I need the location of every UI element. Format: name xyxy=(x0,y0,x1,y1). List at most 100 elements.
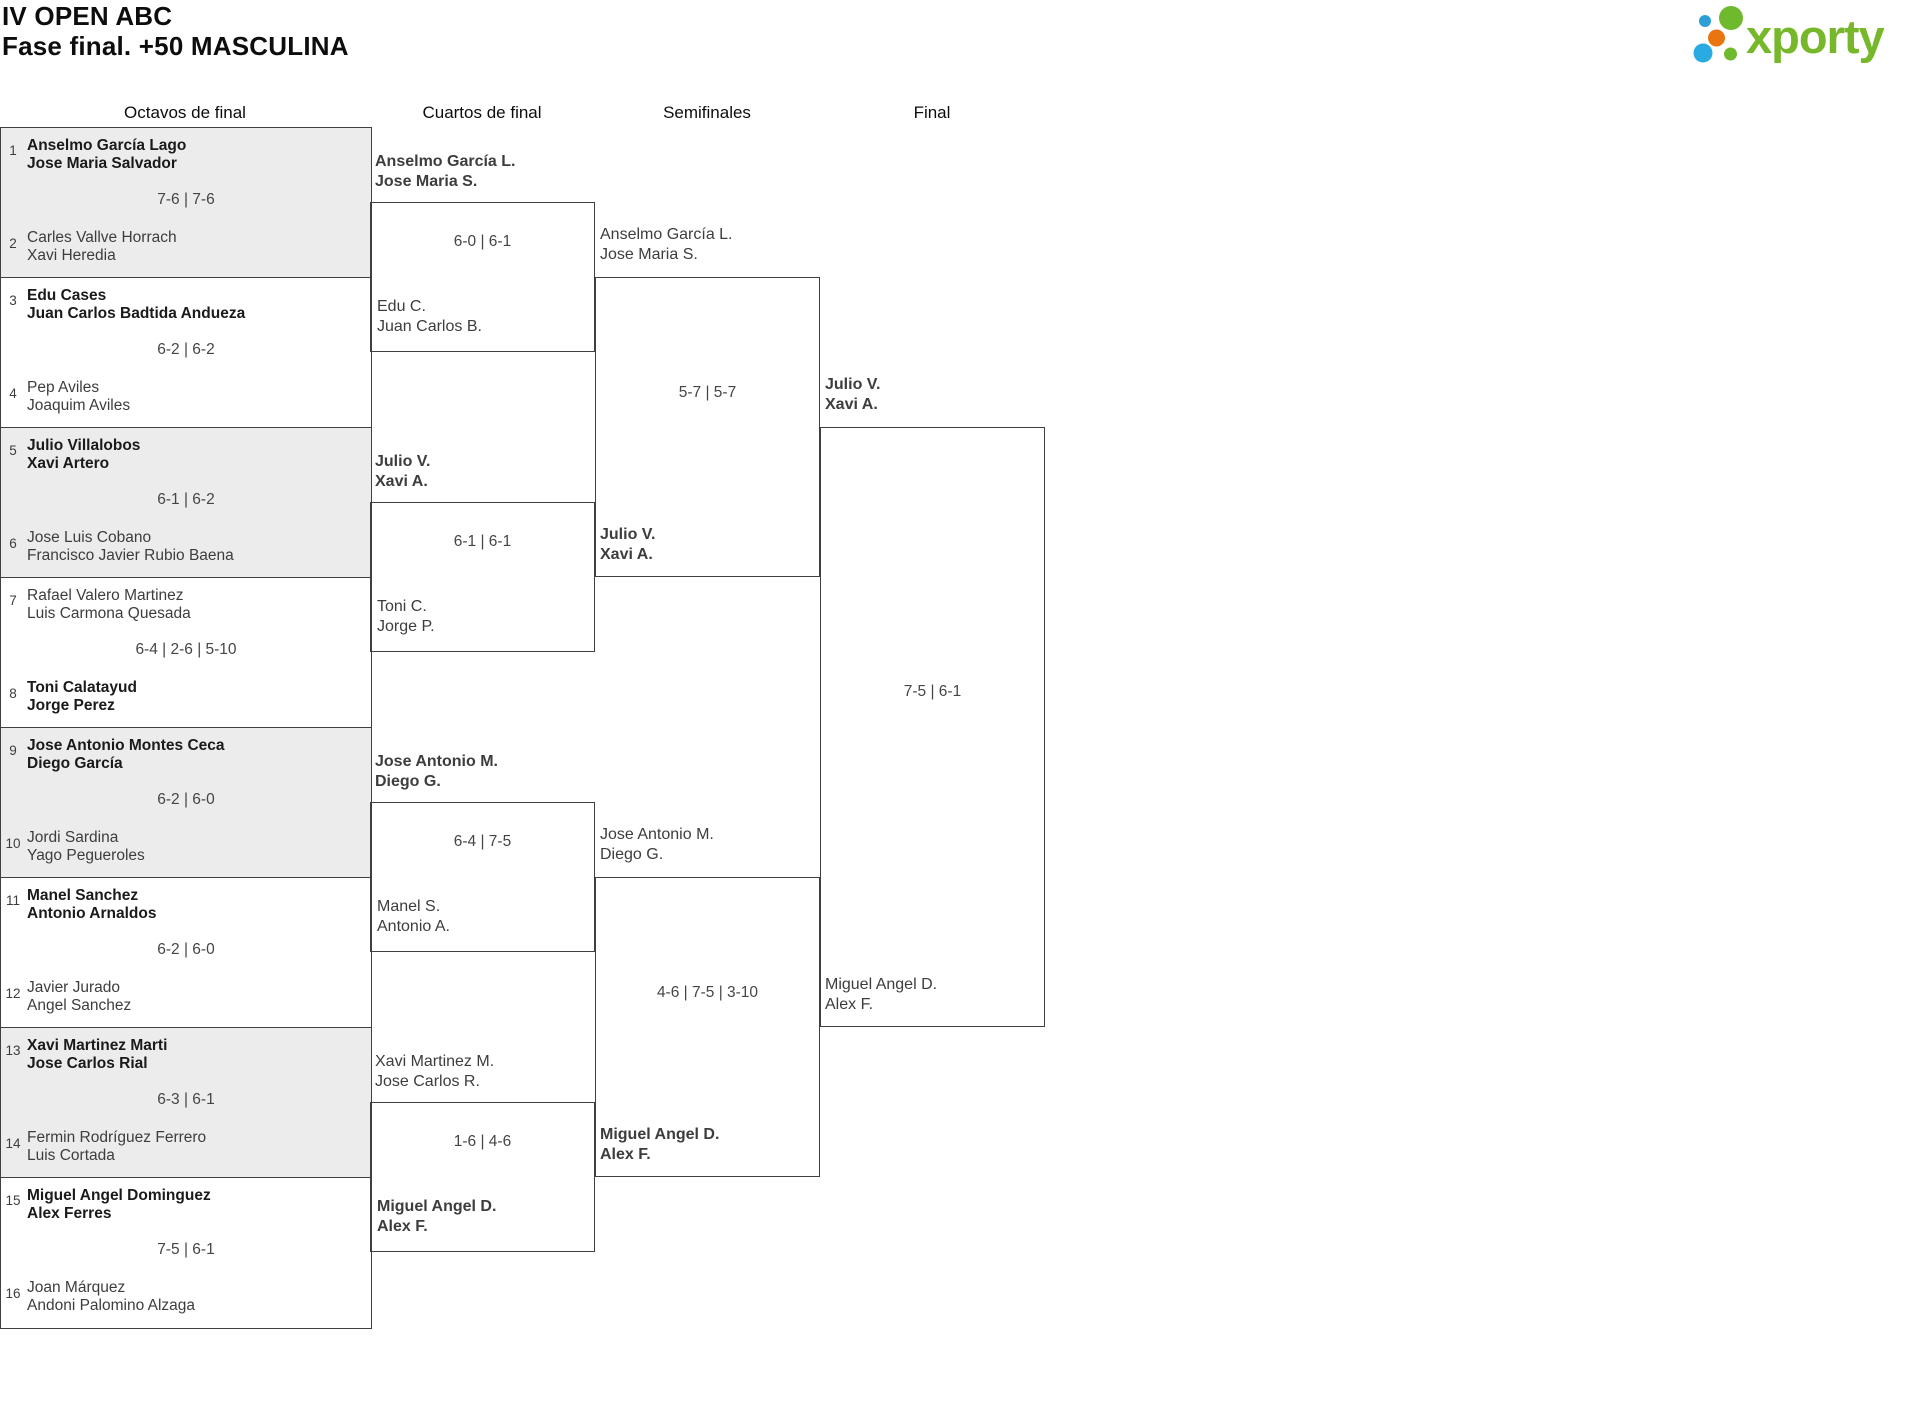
seed-number: 8 xyxy=(9,686,17,701)
octavos-match-7: 13 Xavi Martinez Marti Jose Carlos Rial … xyxy=(1,1028,371,1178)
player-name: Toni Calatayud xyxy=(27,679,137,696)
cuartos-3-top-team: Jose Antonio M. Diego G. xyxy=(375,752,498,792)
xporty-logo-icon: xporty xyxy=(1693,6,1886,63)
round-header-final: Final xyxy=(913,103,951,122)
page-title: IV OPEN ABC Fase final. +50 MASCULINA xyxy=(2,1,349,61)
player-name: Carles Vallve Horrach xyxy=(27,229,177,246)
player-name: Alex F. xyxy=(377,1218,428,1235)
team-pair-winner: Toni Calatayud Jorge Perez xyxy=(27,679,137,714)
cuartos-4-top-team: Xavi Martinez M. Jose Carlos R. xyxy=(375,1052,494,1092)
player-name: Luis Carmona Quesada xyxy=(27,604,191,622)
player-name: Julio Villalobos xyxy=(27,437,141,454)
player-name: Xavi A. xyxy=(375,473,428,490)
semifinal-2-box xyxy=(595,877,820,1177)
player-name: Jose Maria S. xyxy=(375,173,478,190)
semifinal-1-score: 5-7 | 5-7 xyxy=(678,384,737,401)
team-pair-winner: Julio Villalobos Xavi Artero xyxy=(27,437,140,472)
player-name: Diego G. xyxy=(375,773,441,790)
player-name: Francisco Javier Rubio Baena xyxy=(27,546,234,564)
player-name: Jose Luis Cobano xyxy=(27,529,152,546)
seed-number: 9 xyxy=(9,743,17,758)
seed-number: 13 xyxy=(5,1043,21,1058)
xporty-logo: xporty xyxy=(1688,2,1916,64)
player-name: Jose Carlos R. xyxy=(375,1073,480,1090)
player-name: Miguel Angel D. xyxy=(600,1126,720,1143)
cuartos-1-score: 6-0 | 6-1 xyxy=(453,233,512,250)
match-score: 6-2 | 6-2 xyxy=(157,341,215,358)
cuartos-match-2-box xyxy=(370,502,595,652)
player-name: Xavi A. xyxy=(825,396,878,413)
xporty-logo-text: xporty xyxy=(1746,10,1885,63)
cuartos-1-top-team: Anselmo García L. Jose Maria S. xyxy=(375,152,516,192)
seed-number: 2 xyxy=(9,236,17,251)
player-name: Edu C. xyxy=(377,298,426,315)
player-name: Yago Pegueroles xyxy=(27,846,145,864)
player-name: Antonio Arnaldos xyxy=(27,904,157,922)
round-header-octavos: Octavos de final xyxy=(124,103,246,122)
player-name: Xavi Martinez M. xyxy=(375,1053,495,1070)
match-score: 6-2 | 6-0 xyxy=(157,791,215,808)
player-name: Miguel Angel D. xyxy=(377,1198,497,1215)
player-name: Joaquim Aviles xyxy=(27,396,131,414)
match-score: 6-1 | 6-2 xyxy=(157,491,215,508)
match-score: 6-3 | 6-1 xyxy=(157,1091,215,1108)
cuartos-3-bottom-team: Manel S. Antonio A. xyxy=(377,897,450,937)
phase-category: Fase final. +50 MASCULINA xyxy=(2,31,349,61)
cuartos-match-3-box xyxy=(370,802,595,952)
semifinal-1-box xyxy=(595,277,820,577)
octavos-column: 1 Anselmo García Lago Jose Maria Salvado… xyxy=(0,127,372,1329)
semifinal-2-bottom-team: Miguel Angel D. Alex F. xyxy=(600,1125,719,1165)
final-top-team: Julio V. Xavi A. xyxy=(825,375,880,415)
seed-number: 7 xyxy=(9,593,17,608)
team-pair: Carles Vallve Horrach Xavi Heredia xyxy=(27,229,177,264)
tournament-name: IV OPEN ABC xyxy=(2,1,173,31)
team-pair-winner: Edu Cases Juan Carlos Badtida Andueza xyxy=(27,287,245,322)
player-name: Jorge Perez xyxy=(27,696,115,714)
octavos-match-8: 15 Miguel Angel Dominguez Alex Ferres 7-… xyxy=(1,1178,371,1328)
seed-number: 14 xyxy=(5,1136,21,1151)
player-name: Juan Carlos Badtida Andueza xyxy=(27,304,246,322)
player-name: Anselmo García Lago xyxy=(27,137,187,154)
semifinal-1-bottom-team: Julio V. Xavi A. xyxy=(600,525,655,565)
player-name: Xavi Heredia xyxy=(27,246,116,264)
semifinal-2-top-team: Jose Antonio M. Diego G. xyxy=(600,825,714,865)
team-pair: Pep Aviles Joaquim Aviles xyxy=(27,379,130,414)
match-score: 7-6 | 7-6 xyxy=(157,191,215,208)
player-name: Jordi Sardina xyxy=(27,829,119,846)
seed-number: 11 xyxy=(5,893,20,908)
player-name: Miguel Angel D. xyxy=(825,976,938,993)
seed-number: 12 xyxy=(5,986,21,1001)
seed-number: 1 xyxy=(9,143,17,158)
octavos-match-2: 3 Edu Cases Juan Carlos Badtida Andueza … xyxy=(1,278,371,428)
cuartos-4-bottom-team: Miguel Angel D. Alex F. xyxy=(377,1197,496,1237)
player-name: Jose Carlos Rial xyxy=(27,1054,148,1072)
player-name: Jose Antonio M. xyxy=(375,753,498,770)
cuartos-1-bottom-team: Edu C. Juan Carlos B. xyxy=(377,297,482,337)
player-name: Julio V. xyxy=(600,526,656,543)
player-name: Manel Sanchez xyxy=(27,887,139,904)
player-name: Juan Carlos B. xyxy=(377,318,482,335)
player-name: Toni C. xyxy=(377,598,427,615)
final-bottom-team: Miguel Angel D. Alex F. xyxy=(825,975,937,1015)
seed-number: 5 xyxy=(9,443,17,458)
player-name: Javier Jurado xyxy=(27,979,121,996)
team-pair: Fermin Rodríguez Ferrero Luis Cortada xyxy=(27,1129,206,1164)
player-name: Jose Maria S. xyxy=(600,246,698,263)
round-header-cuartos: Cuartos de final xyxy=(422,103,542,122)
final-score: 7-5 | 6-1 xyxy=(903,683,962,700)
player-name: Miguel Angel Dominguez xyxy=(27,1187,211,1204)
match-score: 6-4 | 2-6 | 5-10 xyxy=(135,641,237,658)
semifinal-1-top-team: Anselmo García L. Jose Maria S. xyxy=(600,225,733,265)
team-pair-winner: Miguel Angel Dominguez Alex Ferres xyxy=(27,1187,211,1222)
player-name: Edu Cases xyxy=(27,287,107,304)
cuartos-2-top-team: Julio V. Xavi A. xyxy=(375,452,430,492)
player-name: Anselmo García L. xyxy=(375,153,516,170)
player-name: Jose Antonio Montes Ceca xyxy=(27,737,225,754)
seed-number: 16 xyxy=(5,1286,21,1301)
player-name: Alex F. xyxy=(600,1146,651,1163)
team-pair-winner: Manel Sanchez Antonio Arnaldos xyxy=(27,887,156,922)
cuartos-match-4-box xyxy=(370,1102,595,1252)
player-name: Jose Antonio M. xyxy=(600,826,714,843)
player-name: Fermin Rodríguez Ferrero xyxy=(27,1129,207,1146)
player-name: Rafael Valero Martinez xyxy=(27,587,184,604)
